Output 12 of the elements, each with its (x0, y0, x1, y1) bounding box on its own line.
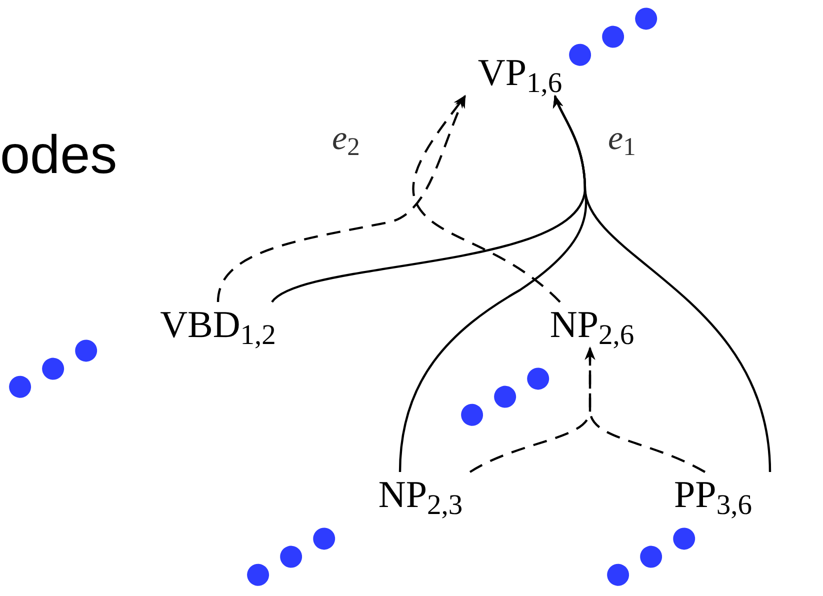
arrow (584, 346, 706, 473)
node-label: VBD$_{1,2}$ (138, 302, 298, 348)
node-label: VP$_{1,6}$ (445, 50, 595, 96)
edge-label: e$_{2}$ (332, 122, 360, 156)
node-label: PP$_{3,6}$ (648, 472, 778, 518)
arrow (216, 94, 466, 302)
arrow (412, 94, 561, 303)
partial-heading: odes (0, 128, 118, 182)
node-label: NP$_{2,3}$ (358, 472, 483, 518)
arrow (554, 94, 772, 472)
edge-label: e$_{1}$ (608, 122, 636, 156)
node-label: NP$_{2,6}$ (532, 302, 652, 348)
